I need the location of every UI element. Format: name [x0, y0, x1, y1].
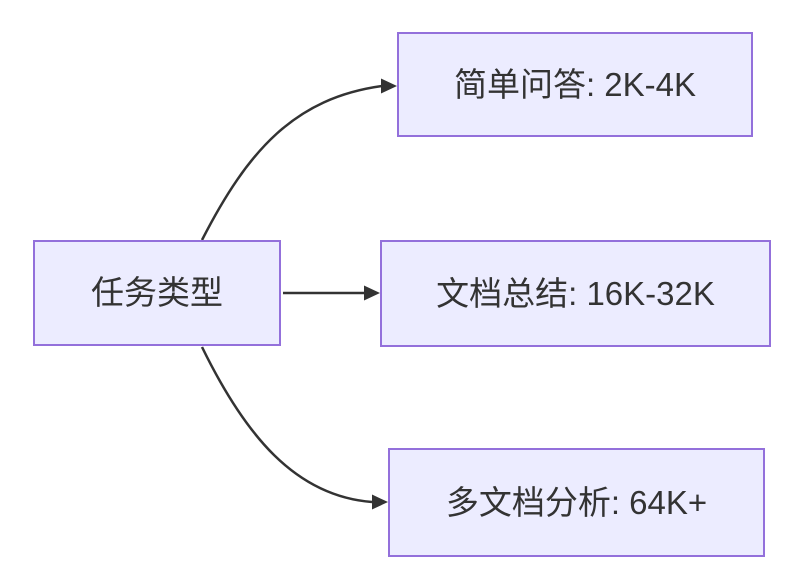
node-doc-summary: 文档总结: 16K-32K — [380, 240, 771, 347]
node-task-type: 任务类型 — [33, 240, 281, 346]
node-simple-qa: 简单问答: 2K-4K — [397, 32, 753, 137]
edge-to-doc-summary — [283, 285, 380, 301]
node-multi-doc-label: 多文档分析: 64K+ — [445, 483, 708, 521]
node-task-type-label: 任务类型 — [91, 274, 223, 312]
node-multi-doc: 多文档分析: 64K+ — [388, 448, 765, 557]
node-doc-summary-label: 文档总结: 16K-32K — [436, 274, 715, 312]
arrowhead-icon — [381, 78, 397, 94]
arrowhead-icon — [372, 494, 388, 510]
arrowhead-icon — [364, 285, 380, 301]
edge-to-simple-qa — [200, 78, 397, 241]
node-simple-qa-label: 简单问答: 2K-4K — [453, 65, 697, 103]
edge-to-multi-doc — [200, 346, 388, 510]
